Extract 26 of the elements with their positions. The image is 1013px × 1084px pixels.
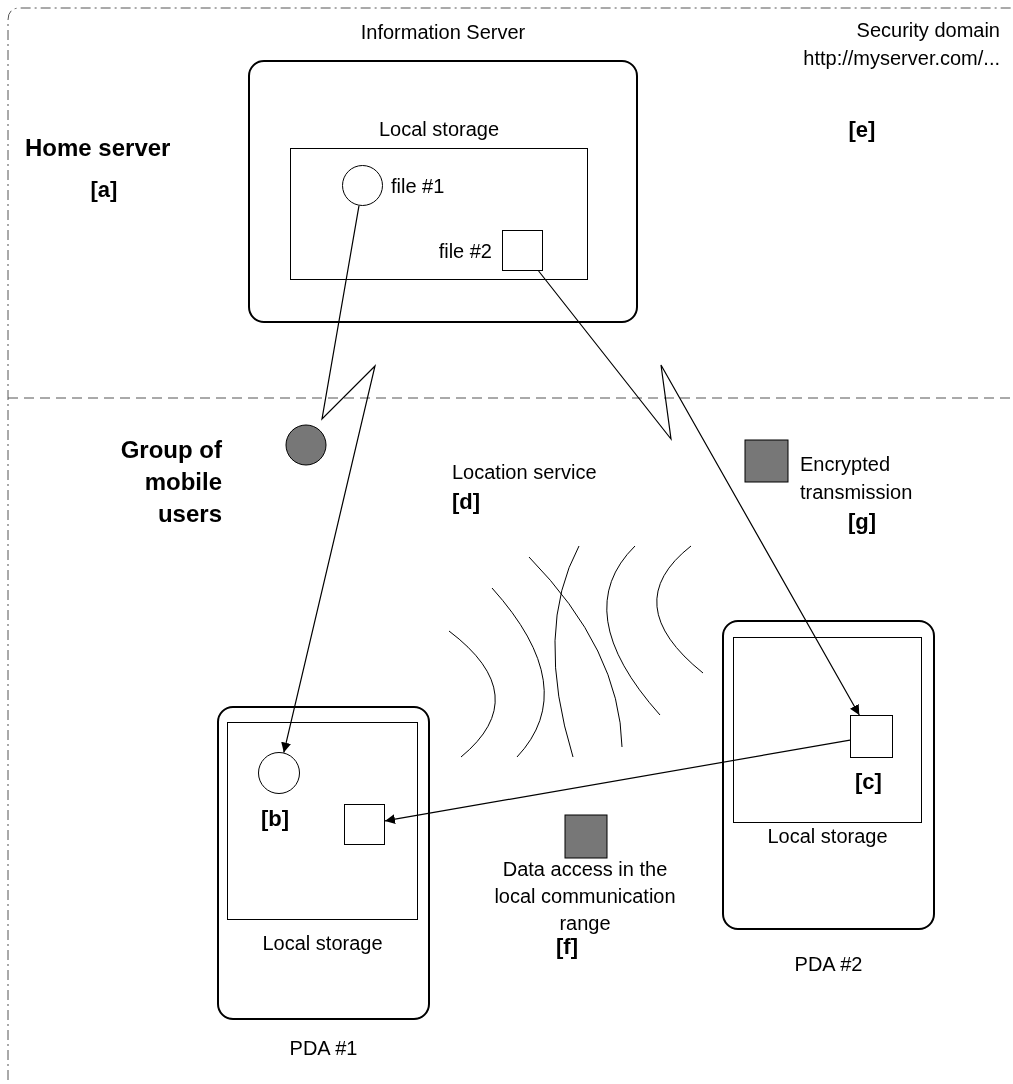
callout-label: [d]: [450, 488, 482, 516]
note-text: Location service: [452, 460, 598, 485]
note-text: Encrypted transmission: [800, 452, 914, 505]
node-title: Local storage: [262, 931, 383, 955]
node-caption: [b]: [261, 807, 290, 831]
note-text: Security domain: [855, 18, 1000, 43]
note-text: Data access in the local communication range: [493, 857, 677, 936]
node-title: Local storage: [767, 824, 888, 848]
arrow: [281, 205, 377, 754]
node-caption: file #2: [438, 239, 492, 263]
node-title: Information Server: [360, 20, 526, 44]
arrow: [384, 739, 851, 825]
node-title: Local storage: [378, 117, 500, 141]
callout-label: [g]: [846, 508, 878, 536]
note-text: http://myserver.com/...: [802, 46, 1000, 71]
node-title: PDA #2: [794, 952, 863, 976]
file-square: [344, 804, 385, 845]
node-caption: [c]: [855, 770, 882, 794]
callout-label: Home server: [25, 134, 172, 162]
callout-label: [a]: [89, 176, 119, 204]
node-title: PDA #1: [289, 1036, 358, 1060]
node-caption: file #1: [391, 174, 445, 198]
callout-label: [f]: [555, 934, 579, 961]
arrow: [538, 270, 860, 716]
callout-label: [e]: [847, 116, 877, 144]
callout-label: Group of mobile users: [119, 435, 222, 529]
